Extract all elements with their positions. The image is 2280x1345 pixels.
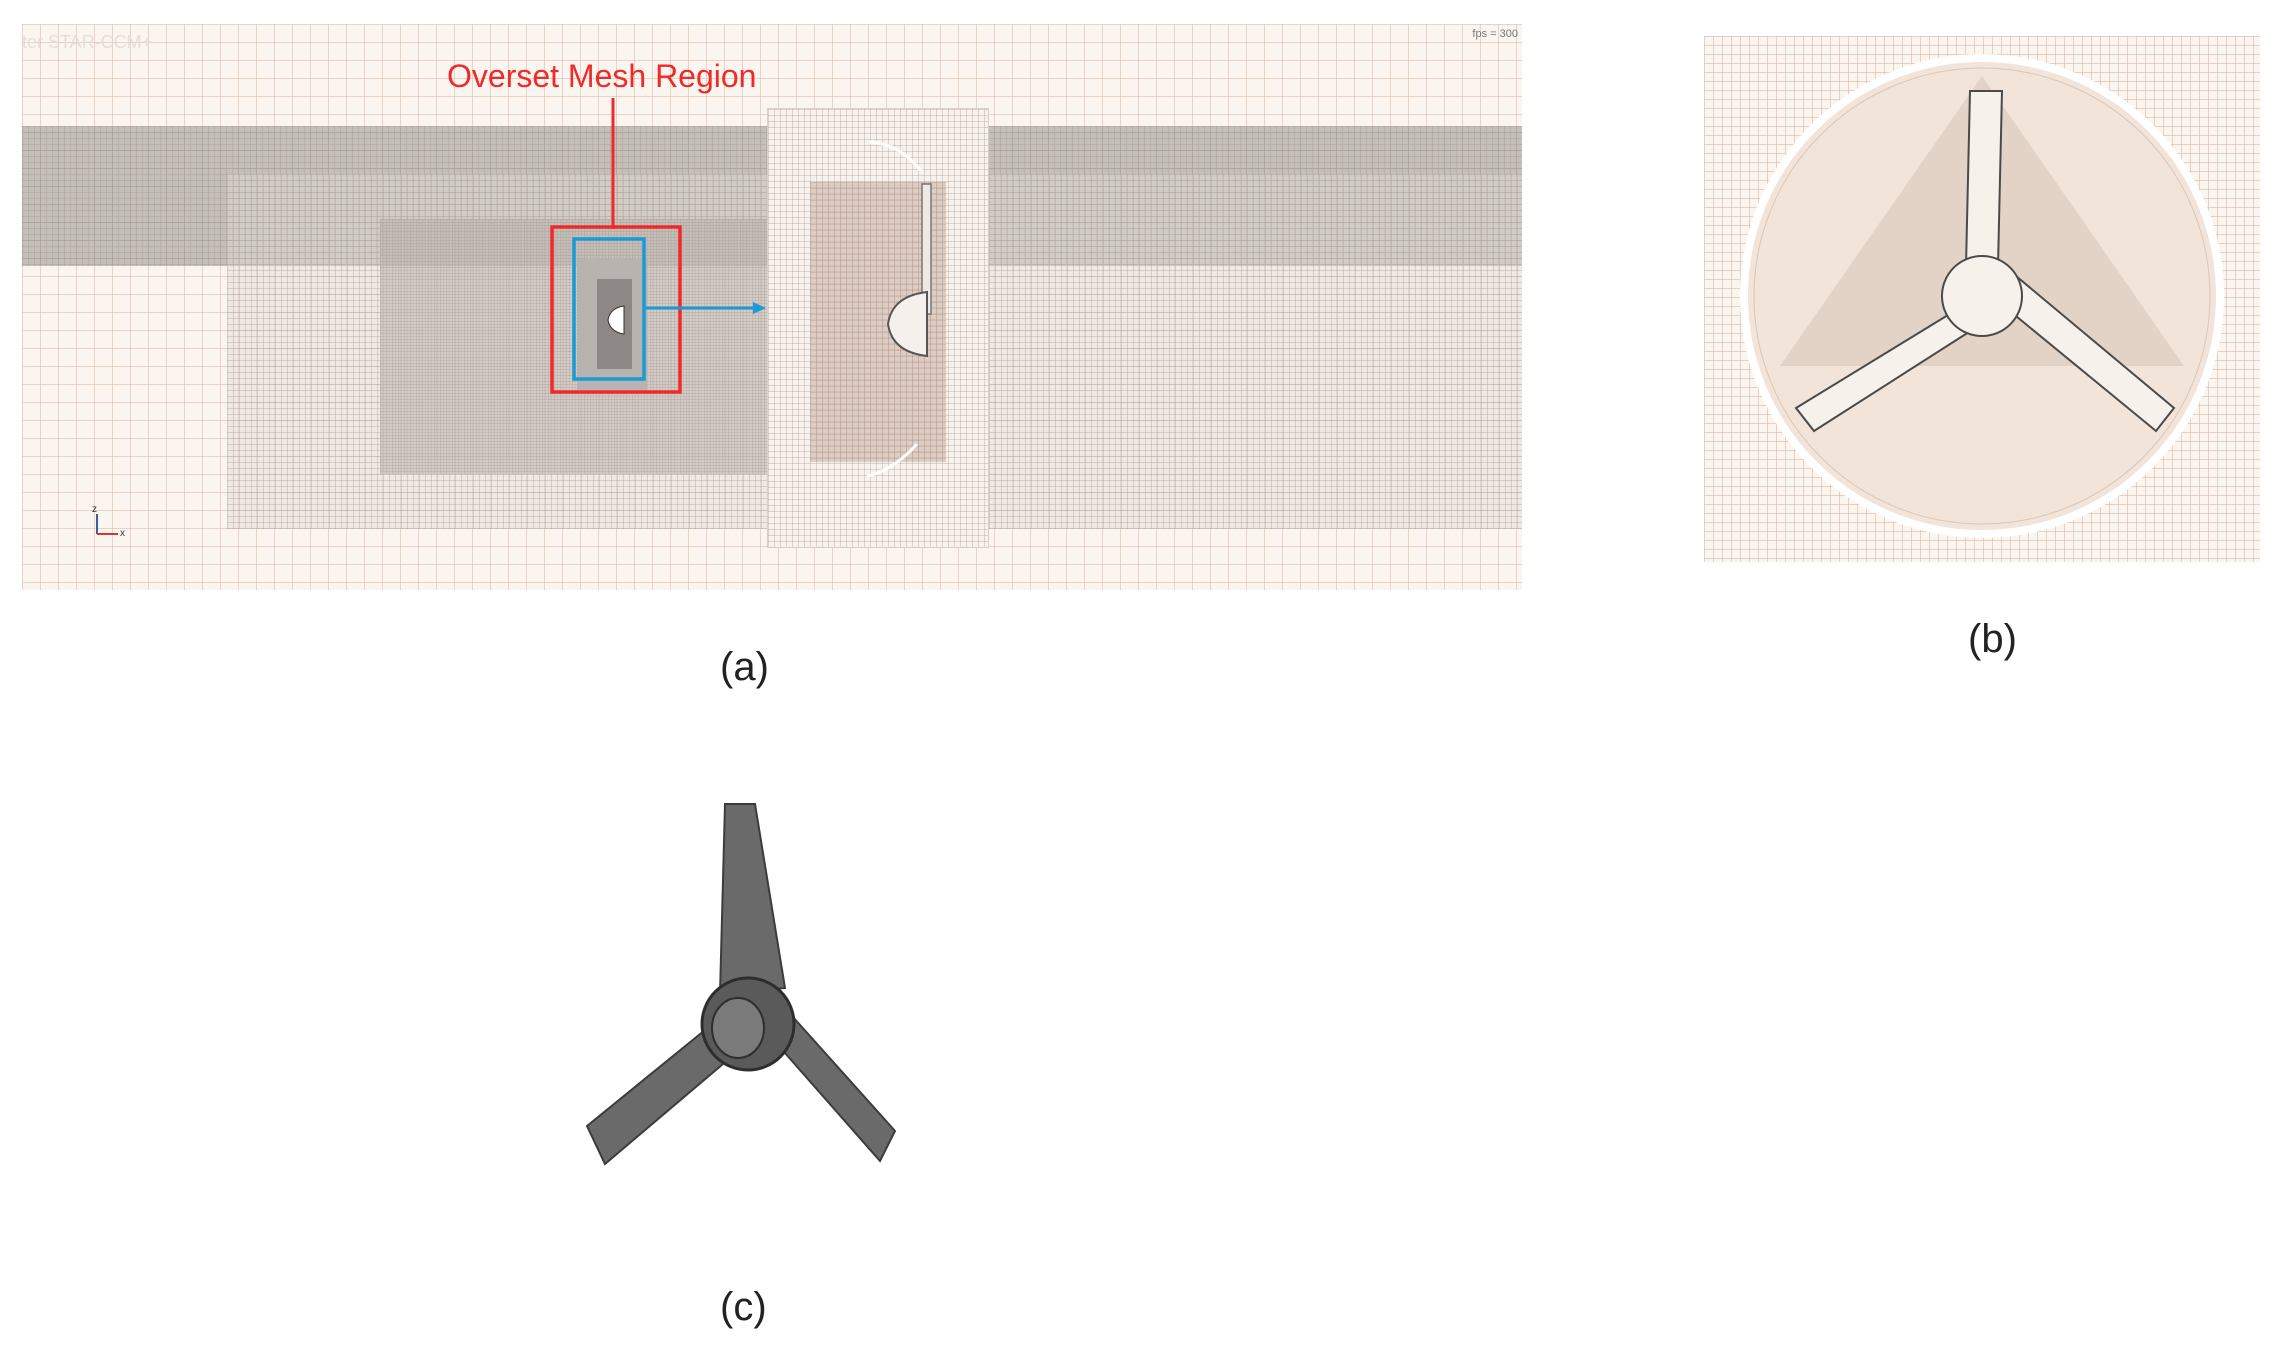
- annotation-overlay: x z: [92, 98, 932, 539]
- caption-a: (a): [720, 645, 769, 689]
- disk-inner-ring: [1753, 67, 2211, 525]
- inset-streak-bottom: [866, 443, 919, 478]
- fps-readout: fps = 300: [1472, 28, 1518, 40]
- caption-b: (b): [1968, 617, 2017, 661]
- inset-streak-top: [869, 140, 924, 173]
- hub-miniature: [607, 305, 625, 335]
- zoom-arrow-head: [753, 302, 766, 314]
- rotor-blade-top: [718, 803, 787, 996]
- rotor-hub-face: [711, 997, 765, 1059]
- overset-mesh-region-label: Overset Mesh Region: [447, 58, 757, 94]
- rotor-mesh-figure: [1704, 36, 2260, 562]
- hub: [1941, 255, 2023, 337]
- software-watermark: ter STAR-CCM+: [22, 32, 153, 52]
- caption-c: (c): [720, 1285, 767, 1329]
- overset-mesh-domain-figure: ter STAR-CCM+ fps = 300 x z Overset Mesh…: [22, 24, 1522, 590]
- overset-zoom-core: [810, 182, 946, 462]
- blade-top: [1964, 90, 2004, 267]
- svg-text:z: z: [92, 504, 97, 515]
- rotor-geometry-figure: [580, 796, 900, 1176]
- inset-hub: [886, 290, 928, 358]
- svg-text:x: x: [120, 528, 125, 539]
